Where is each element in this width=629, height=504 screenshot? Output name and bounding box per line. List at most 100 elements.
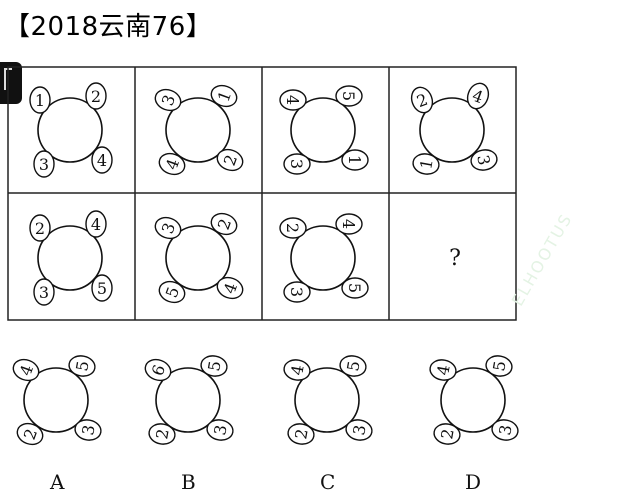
option-c-node-number-bl: 2 bbox=[291, 427, 311, 440]
row1-cell1-node-oval-br bbox=[91, 146, 113, 174]
option-b-main-circle bbox=[155, 367, 221, 433]
row2-cell2-main-circle bbox=[165, 225, 231, 291]
option-c-node-number-tr: 5 bbox=[343, 359, 363, 372]
row1-cell4-node-oval-bl bbox=[412, 153, 440, 175]
row1-cell2-node-tr: 1 bbox=[210, 84, 238, 108]
row2-cell1-node-br: 5 bbox=[91, 274, 113, 302]
row2-cell3-node-oval-bl bbox=[283, 281, 311, 303]
row1-cell3-node-tl: 4 bbox=[279, 89, 307, 111]
row1-cell3-node-oval-tr bbox=[335, 85, 363, 107]
row1-cell1-node-number-bl: 3 bbox=[39, 155, 49, 174]
option-a-node-oval-tl bbox=[12, 358, 40, 382]
option-label-b[interactable]: B bbox=[181, 470, 196, 494]
row1-cell4-node-oval-br bbox=[470, 149, 498, 171]
row2-cell1-node-number-tl: 2 bbox=[35, 219, 45, 238]
row1-cell1-node-br: 4 bbox=[91, 146, 113, 174]
row2-cell1-node-oval-bl bbox=[33, 278, 55, 306]
row1-cell2-node-oval-br bbox=[216, 148, 244, 172]
row1-cell1-node-number-br: 4 bbox=[97, 151, 107, 170]
row1-cell3-node-oval-tl bbox=[279, 89, 307, 111]
option-d-node-oval-bl bbox=[433, 423, 461, 445]
row1-cell3-node-oval-bl bbox=[283, 153, 311, 175]
row2-cell1-node-number-tr: 4 bbox=[91, 215, 101, 234]
row1-cell3-node-bl: 3 bbox=[283, 153, 311, 175]
option-b-node-oval-tr bbox=[200, 355, 228, 377]
option-b-node-number-bl: 2 bbox=[152, 427, 172, 440]
row1-cell4-node-bl: 1 bbox=[412, 153, 440, 175]
row2-cell3-node-tl: 2 bbox=[279, 217, 307, 239]
option-a-node-oval-br bbox=[74, 419, 102, 441]
option-d-node-tl: 4 bbox=[429, 359, 457, 381]
option-d-node-br: 3 bbox=[491, 419, 519, 441]
option-d-node-number-tl: 4 bbox=[433, 363, 453, 376]
option-b-node-tl: 6 bbox=[144, 358, 172, 382]
row1-cell2-node-oval-bl bbox=[158, 152, 186, 176]
row1-cell4-node-tl: 2 bbox=[410, 86, 434, 114]
row2-cell3-node-number-tl: 2 bbox=[283, 223, 302, 233]
row1-cell3-node-tr: 5 bbox=[335, 85, 363, 107]
row2-cell3-node-number-br: 5 bbox=[345, 283, 364, 293]
row2-cell1-node-tr: 4 bbox=[85, 210, 107, 238]
page-title: 【2018云南76】 bbox=[4, 12, 213, 42]
row2-cell3-node-oval-br bbox=[341, 277, 369, 299]
row1-cell4-main-circle bbox=[419, 97, 485, 163]
row1-cell2-node-tl: 3 bbox=[154, 88, 182, 112]
row1-cell4-node-oval-tl bbox=[410, 86, 434, 114]
row2-cell1-node-oval-tl bbox=[29, 214, 51, 242]
row2-cell1-node-number-br: 5 bbox=[97, 279, 107, 298]
row2-cell2-node-bl: 5 bbox=[158, 280, 186, 304]
option-c-node-tl: 4 bbox=[283, 359, 311, 381]
row2-cell3-node-number-tr: 4 bbox=[339, 219, 358, 229]
option-b-node-tr: 5 bbox=[200, 355, 228, 377]
row1-cell2-node-bl: 4 bbox=[158, 152, 186, 176]
option-b-node-br: 3 bbox=[206, 419, 234, 441]
option-d-node-number-br: 3 bbox=[495, 423, 515, 436]
option-a-node-number-br: 3 bbox=[78, 423, 98, 436]
option-label-c[interactable]: C bbox=[320, 470, 336, 494]
row2-cell2-node-oval-tr bbox=[210, 212, 238, 236]
option-c-node-bl: 2 bbox=[287, 423, 315, 445]
row1-cell1-node-oval-tr bbox=[85, 82, 107, 110]
row1-cell2-node-oval-tr bbox=[210, 84, 238, 108]
option-d-main-circle bbox=[440, 367, 506, 433]
row1-cell3-node-number-tr: 5 bbox=[339, 91, 358, 101]
option-a-main-circle bbox=[23, 367, 89, 433]
option-label-a[interactable]: A bbox=[50, 470, 65, 494]
row2-cell2-node-oval-bl bbox=[158, 280, 186, 304]
row2-cell1-node-oval-tr bbox=[85, 210, 107, 238]
row1-cell1-node-tr: 2 bbox=[85, 82, 107, 110]
option-a-node-number-tr: 5 bbox=[72, 359, 92, 372]
option-d-node-bl: 2 bbox=[433, 423, 461, 445]
option-d-node-number-bl: 2 bbox=[437, 427, 457, 440]
option-a-node-tr: 5 bbox=[68, 355, 96, 377]
question-mark: ? bbox=[449, 246, 461, 271]
option-c-node-number-br: 3 bbox=[349, 423, 369, 436]
option-b-node-oval-tl bbox=[144, 358, 172, 382]
row1-cell4-node-number-br: 3 bbox=[473, 153, 493, 166]
option-d-node-oval-tl bbox=[429, 359, 457, 381]
option-a-node-oval-bl bbox=[16, 422, 44, 446]
option-c-node-oval-tr bbox=[339, 355, 367, 377]
option-d-node-oval-br bbox=[491, 419, 519, 441]
option-d-node-tr: 5 bbox=[485, 355, 513, 377]
option-a-node-tl: 4 bbox=[12, 358, 40, 382]
option-d-node-oval-tr bbox=[485, 355, 513, 377]
row2-cell2-node-oval-br bbox=[216, 276, 244, 300]
row2-cell1-node-oval-br bbox=[91, 274, 113, 302]
option-d-node-number-tr: 5 bbox=[489, 359, 509, 372]
row1-cell3-node-number-br: 1 bbox=[345, 155, 364, 165]
option-a-node-oval-tr bbox=[68, 355, 96, 377]
row1-cell1-node-number-tr: 2 bbox=[91, 87, 101, 106]
row1-cell3-node-number-bl: 3 bbox=[287, 159, 306, 169]
row2-cell3-node-br: 5 bbox=[341, 277, 369, 299]
row1-cell1-node-tl: 1 bbox=[29, 86, 51, 114]
option-label-d[interactable]: D bbox=[465, 470, 482, 494]
row1-cell1-node-oval-tl bbox=[29, 86, 51, 114]
row1-cell3-main-circle bbox=[290, 97, 356, 163]
row1-cell4-node-oval-tr bbox=[466, 82, 490, 110]
row1-cell3-node-number-tl: 4 bbox=[283, 95, 302, 105]
option-c-node-number-tl: 4 bbox=[287, 363, 307, 376]
row1-cell2-node-br: 2 bbox=[216, 148, 244, 172]
option-c-node-oval-tl bbox=[283, 359, 311, 381]
